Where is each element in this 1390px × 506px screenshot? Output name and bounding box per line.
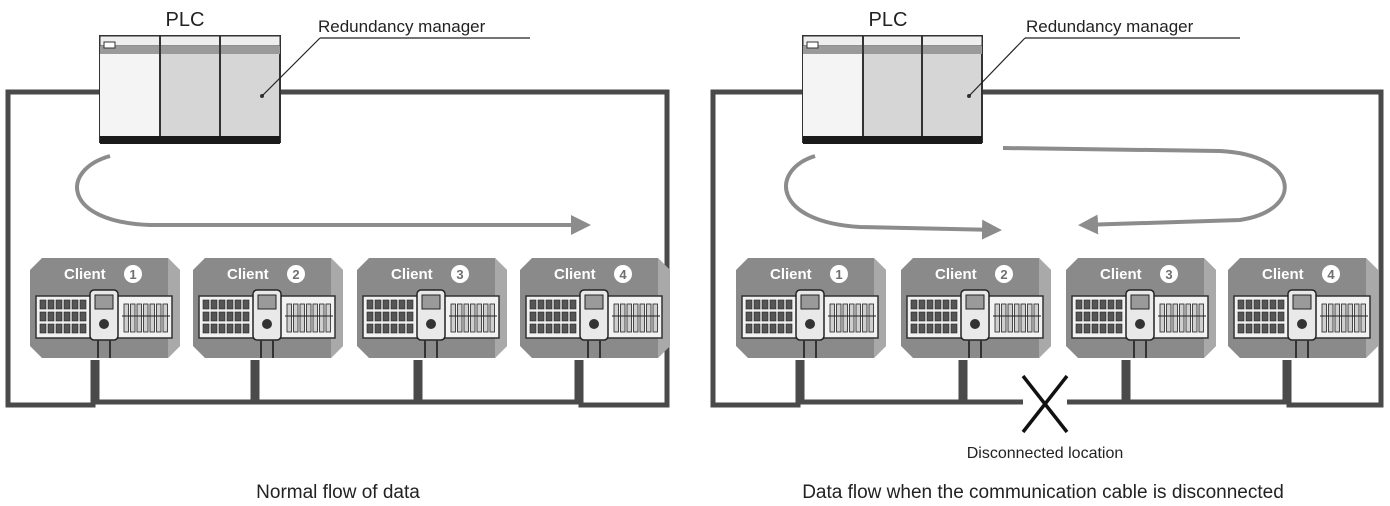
redundancy-manager-callout <box>261 37 530 97</box>
io-device-icon <box>1071 289 1209 358</box>
client-number-badge <box>830 265 848 283</box>
data-flow-arrow <box>75 154 591 235</box>
plc-label: PLC <box>166 9 205 31</box>
client-label: Client <box>770 266 812 283</box>
redundancy-manager-label: Redundancy manager <box>1026 17 1194 36</box>
client-node: Client 4 <box>1228 258 1378 358</box>
client-number: 4 <box>1327 267 1335 282</box>
io-device-icon <box>1233 289 1371 358</box>
client-label: Client <box>1262 266 1304 283</box>
plc-label: PLC <box>869 9 908 31</box>
client-label: Client <box>935 266 977 283</box>
client-number-badge <box>995 265 1013 283</box>
redundancy-manager-callout <box>968 37 1240 97</box>
client-node: Client 2 <box>901 258 1051 358</box>
io-device-icon <box>198 289 336 358</box>
panel-caption: Data flow when the communication cable i… <box>802 482 1284 503</box>
disconnected-mark-icon <box>1021 374 1069 434</box>
client-number: 2 <box>292 267 299 282</box>
client-label: Client <box>554 266 596 283</box>
client-node: Client 4 <box>520 258 670 358</box>
client-number: 3 <box>1165 267 1172 282</box>
client-label: Client <box>391 266 433 283</box>
client-label: Client <box>64 266 106 283</box>
client-node: Client 3 <box>1066 258 1216 358</box>
client-node: Client 2 <box>193 258 343 358</box>
client-number: 3 <box>456 267 463 282</box>
client-number: 4 <box>619 267 627 282</box>
client-number-badge <box>1160 265 1178 283</box>
client-node: Client 1 <box>736 258 886 358</box>
client-label: Client <box>1100 266 1142 283</box>
client-number-badge <box>614 265 632 283</box>
data-flow-arrow-right <box>1002 146 1287 235</box>
plc-unit <box>99 35 281 144</box>
panel-caption: Normal flow of data <box>256 482 420 503</box>
plc-unit <box>802 35 983 144</box>
disconnected-location-label: Disconnected location <box>967 445 1124 462</box>
data-flow-arrow-left <box>784 154 1002 240</box>
io-device-icon <box>525 289 663 358</box>
io-device-icon <box>362 289 500 358</box>
client-number: 2 <box>1000 267 1007 282</box>
client-node: Client 3 <box>357 258 507 358</box>
client-node: Client 1 <box>30 258 180 358</box>
client-number-badge <box>124 265 142 283</box>
io-device-icon <box>35 289 173 358</box>
ring-cable <box>710 89 1384 408</box>
ring-cable <box>5 89 670 408</box>
client-label: Client <box>227 266 269 283</box>
client-number-badge <box>287 265 305 283</box>
client-number: 1 <box>835 267 842 282</box>
io-device-icon <box>741 289 879 358</box>
redundancy-manager-label: Redundancy manager <box>318 17 486 36</box>
client-number-badge <box>451 265 469 283</box>
client-number-badge <box>1322 265 1340 283</box>
client-number: 1 <box>129 267 136 282</box>
io-device-icon <box>906 289 1044 358</box>
